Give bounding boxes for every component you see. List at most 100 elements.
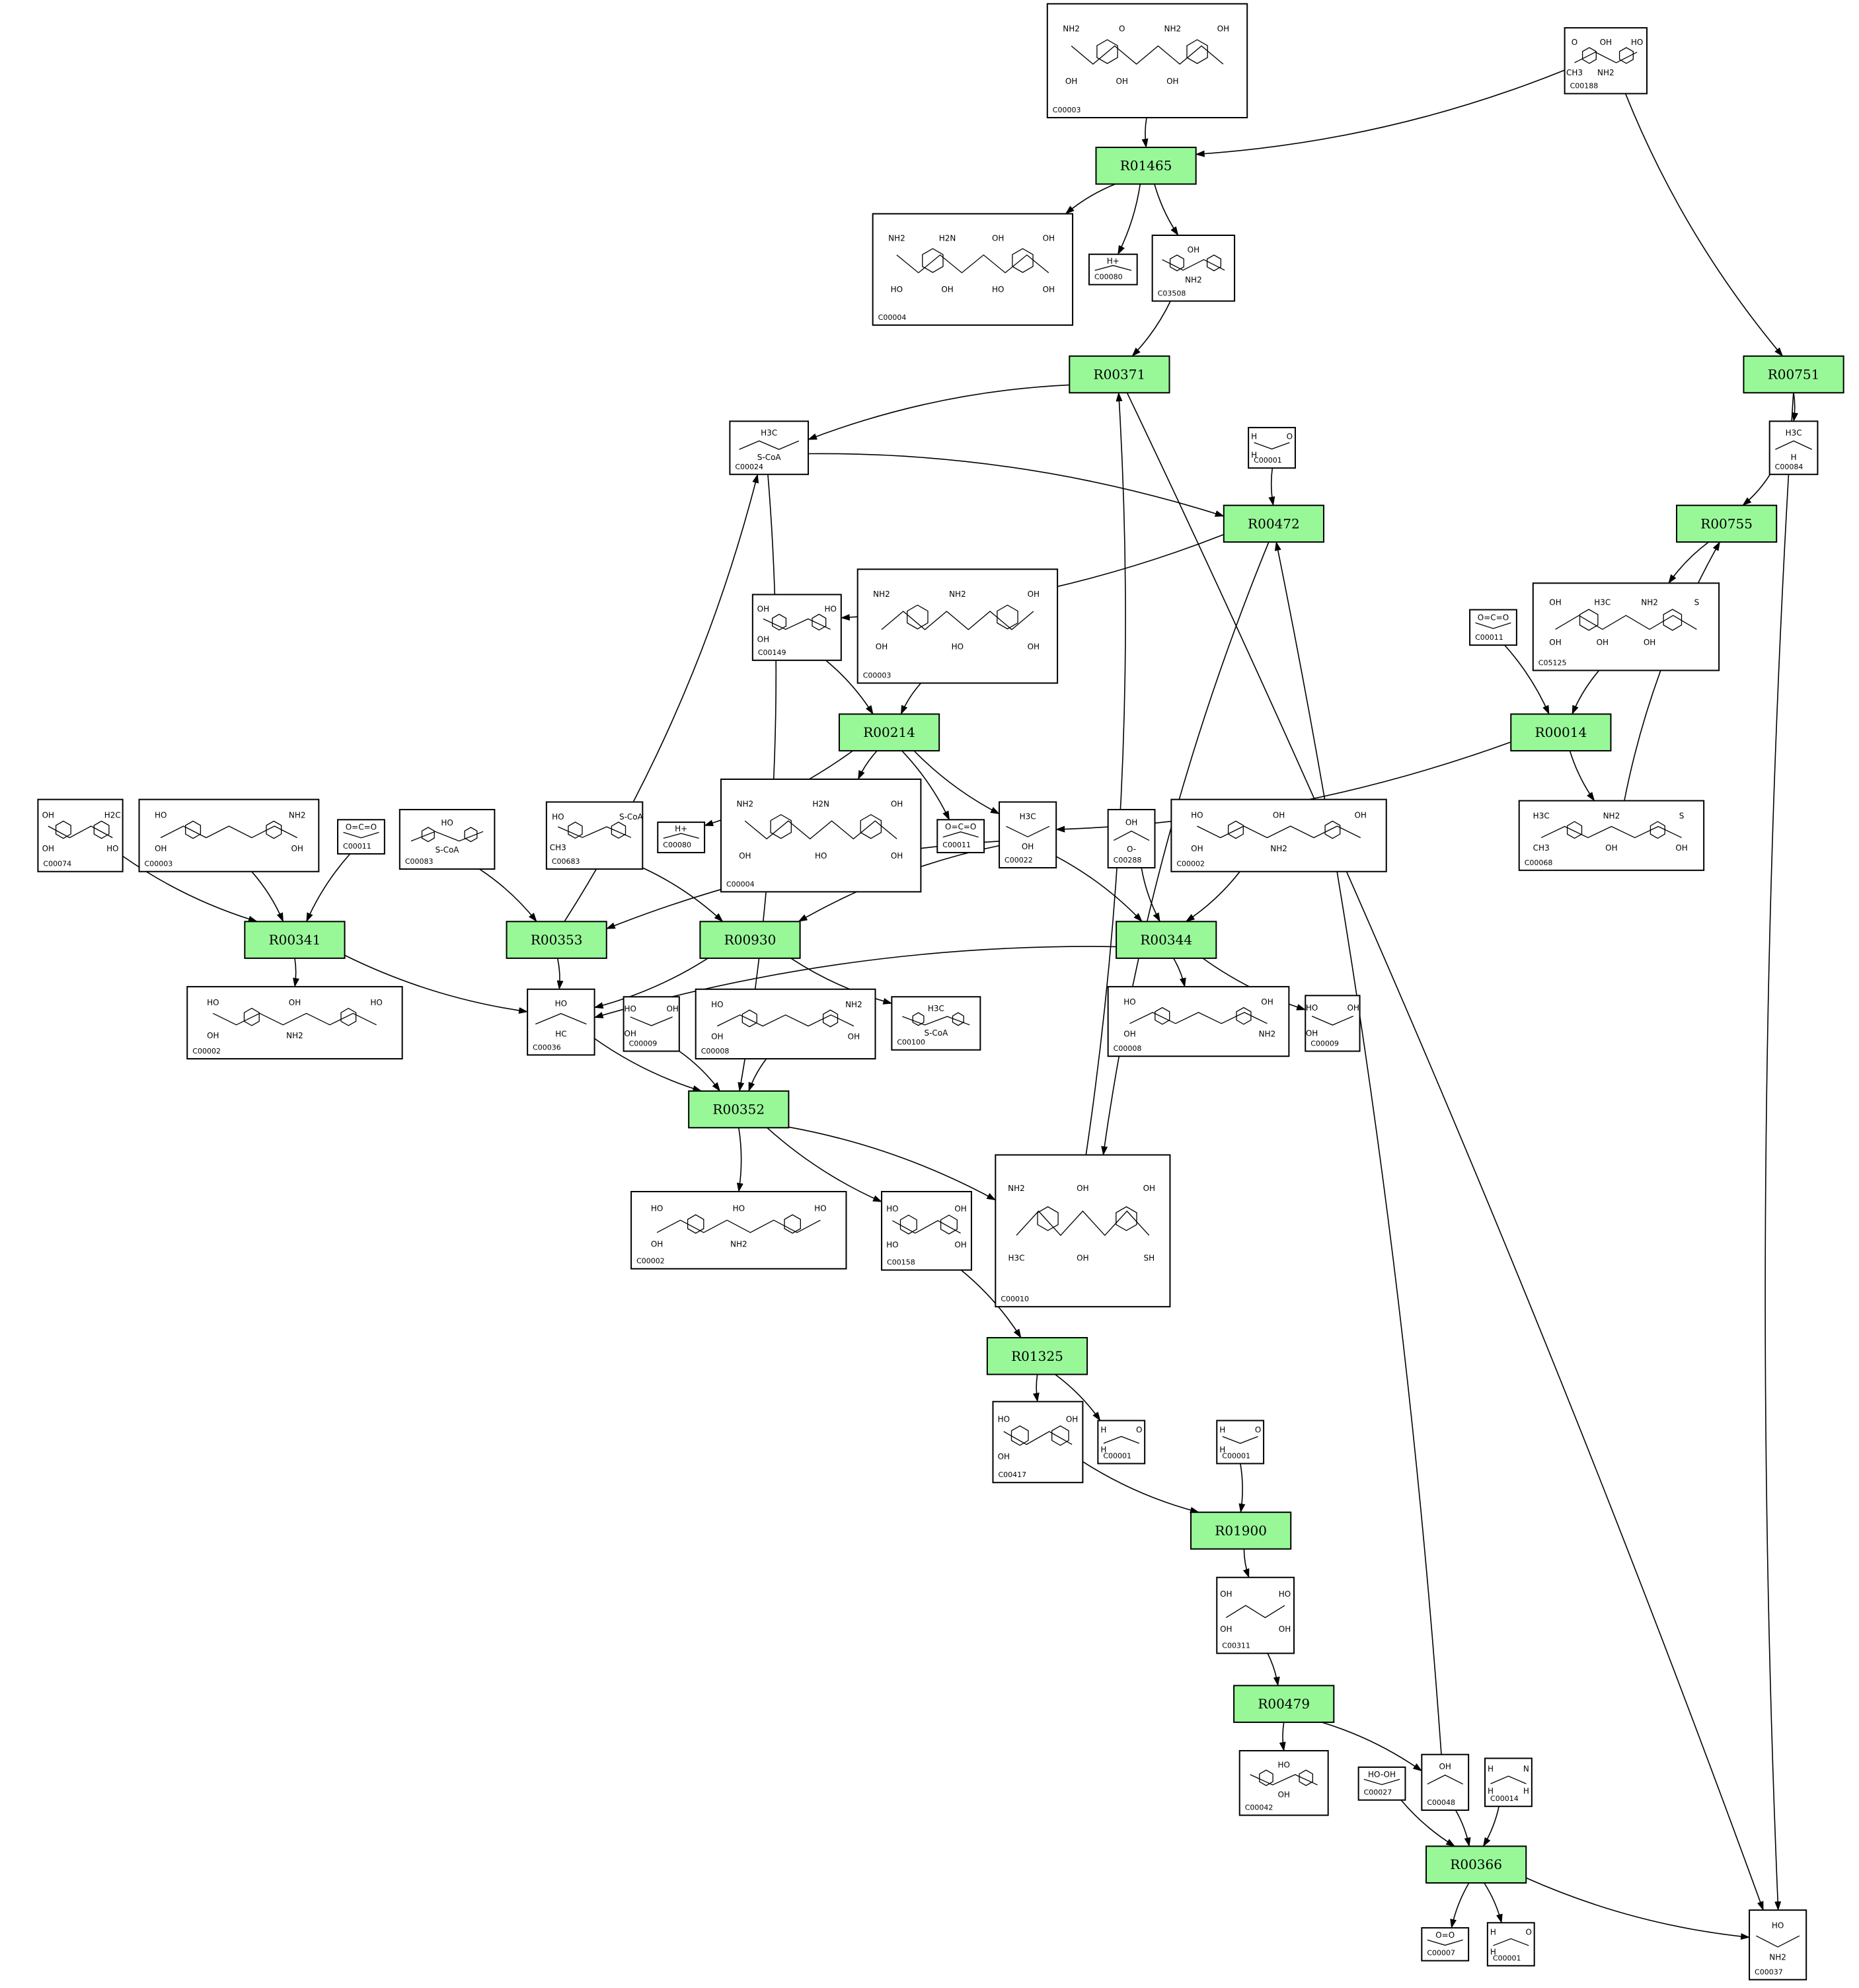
compound-box[interactable]	[138, 798, 320, 872]
compound-node-c00288[interactable]: OHO-C00288	[1107, 808, 1156, 869]
reaction-node-r00930[interactable]: R00930	[699, 921, 801, 959]
compound-box[interactable]	[995, 1154, 1171, 1308]
reaction-box[interactable]	[699, 921, 801, 959]
compound-box[interactable]	[1518, 800, 1705, 871]
compound-box[interactable]	[999, 801, 1057, 869]
compound-box[interactable]	[186, 985, 403, 1060]
reaction-box[interactable]	[1190, 1511, 1292, 1550]
compound-box[interactable]	[695, 988, 876, 1060]
compound-box[interactable]	[1107, 808, 1156, 869]
compound-box[interactable]	[891, 996, 981, 1051]
compound-box[interactable]	[872, 213, 1074, 326]
compound-box[interactable]	[1532, 582, 1720, 671]
reaction-box[interactable]	[1069, 355, 1170, 394]
reaction-box[interactable]	[1425, 1845, 1527, 1884]
reaction-box[interactable]	[244, 921, 346, 959]
reaction-node-r00479[interactable]: R00479	[1233, 1685, 1335, 1723]
reaction-node-r00366[interactable]: R00366	[1425, 1845, 1527, 1884]
compound-box[interactable]	[1469, 609, 1517, 646]
compound-node-c00080[interactable]: H+C00080	[1088, 253, 1138, 286]
reaction-node-r00472[interactable]: R00472	[1223, 504, 1325, 543]
compound-box[interactable]	[1486, 1922, 1535, 1967]
compound-box[interactable]	[1046, 3, 1248, 119]
compound-box[interactable]	[1357, 1766, 1406, 1801]
reaction-box[interactable]	[1510, 713, 1612, 751]
reaction-node-r01465[interactable]: R01465	[1095, 146, 1197, 185]
reaction-node-r00344[interactable]: R00344	[1116, 921, 1217, 959]
compound-box[interactable]	[1170, 798, 1387, 872]
reaction-node-r00751[interactable]: R00751	[1743, 355, 1844, 394]
reaction-box[interactable]	[1095, 146, 1197, 185]
reaction-node-r00014[interactable]: R00014	[1510, 713, 1612, 751]
reaction-node-r00341[interactable]: R00341	[244, 921, 346, 959]
compound-box[interactable]	[527, 988, 595, 1056]
compound-box[interactable]	[856, 568, 1059, 684]
reaction-box[interactable]	[986, 1337, 1088, 1375]
reaction-box[interactable]	[688, 1090, 790, 1129]
reaction-node-r00755[interactable]: R00755	[1676, 504, 1778, 543]
reaction-node-r01325[interactable]: R01325	[986, 1337, 1088, 1375]
compound-box[interactable]	[1749, 1909, 1807, 1981]
reaction-box[interactable]	[1223, 504, 1325, 543]
compound-node-c00080[interactable]: H+C00080	[657, 822, 706, 854]
reaction-box[interactable]	[506, 921, 607, 959]
reaction-box[interactable]	[1116, 921, 1217, 959]
reaction-node-r00352[interactable]: R00352	[688, 1090, 790, 1129]
reaction-node-r00371[interactable]: R00371	[1069, 355, 1170, 394]
compound-box[interactable]	[751, 593, 842, 662]
reaction-box[interactable]	[1743, 355, 1844, 394]
compound-box[interactable]	[1107, 985, 1290, 1057]
reaction-box[interactable]	[1676, 504, 1778, 543]
compound-box[interactable]	[1305, 995, 1361, 1052]
reaction-node-r01900[interactable]: R01900	[1190, 1511, 1292, 1550]
reaction-node-r00214[interactable]: R00214	[838, 713, 940, 751]
reaction-box[interactable]	[1233, 1685, 1335, 1723]
reaction-box[interactable]	[838, 713, 940, 751]
compound-box[interactable]	[1421, 1753, 1470, 1811]
compound-box[interactable]	[720, 779, 922, 893]
compound-box[interactable]	[1484, 1757, 1533, 1808]
compound-box[interactable]	[337, 819, 385, 855]
